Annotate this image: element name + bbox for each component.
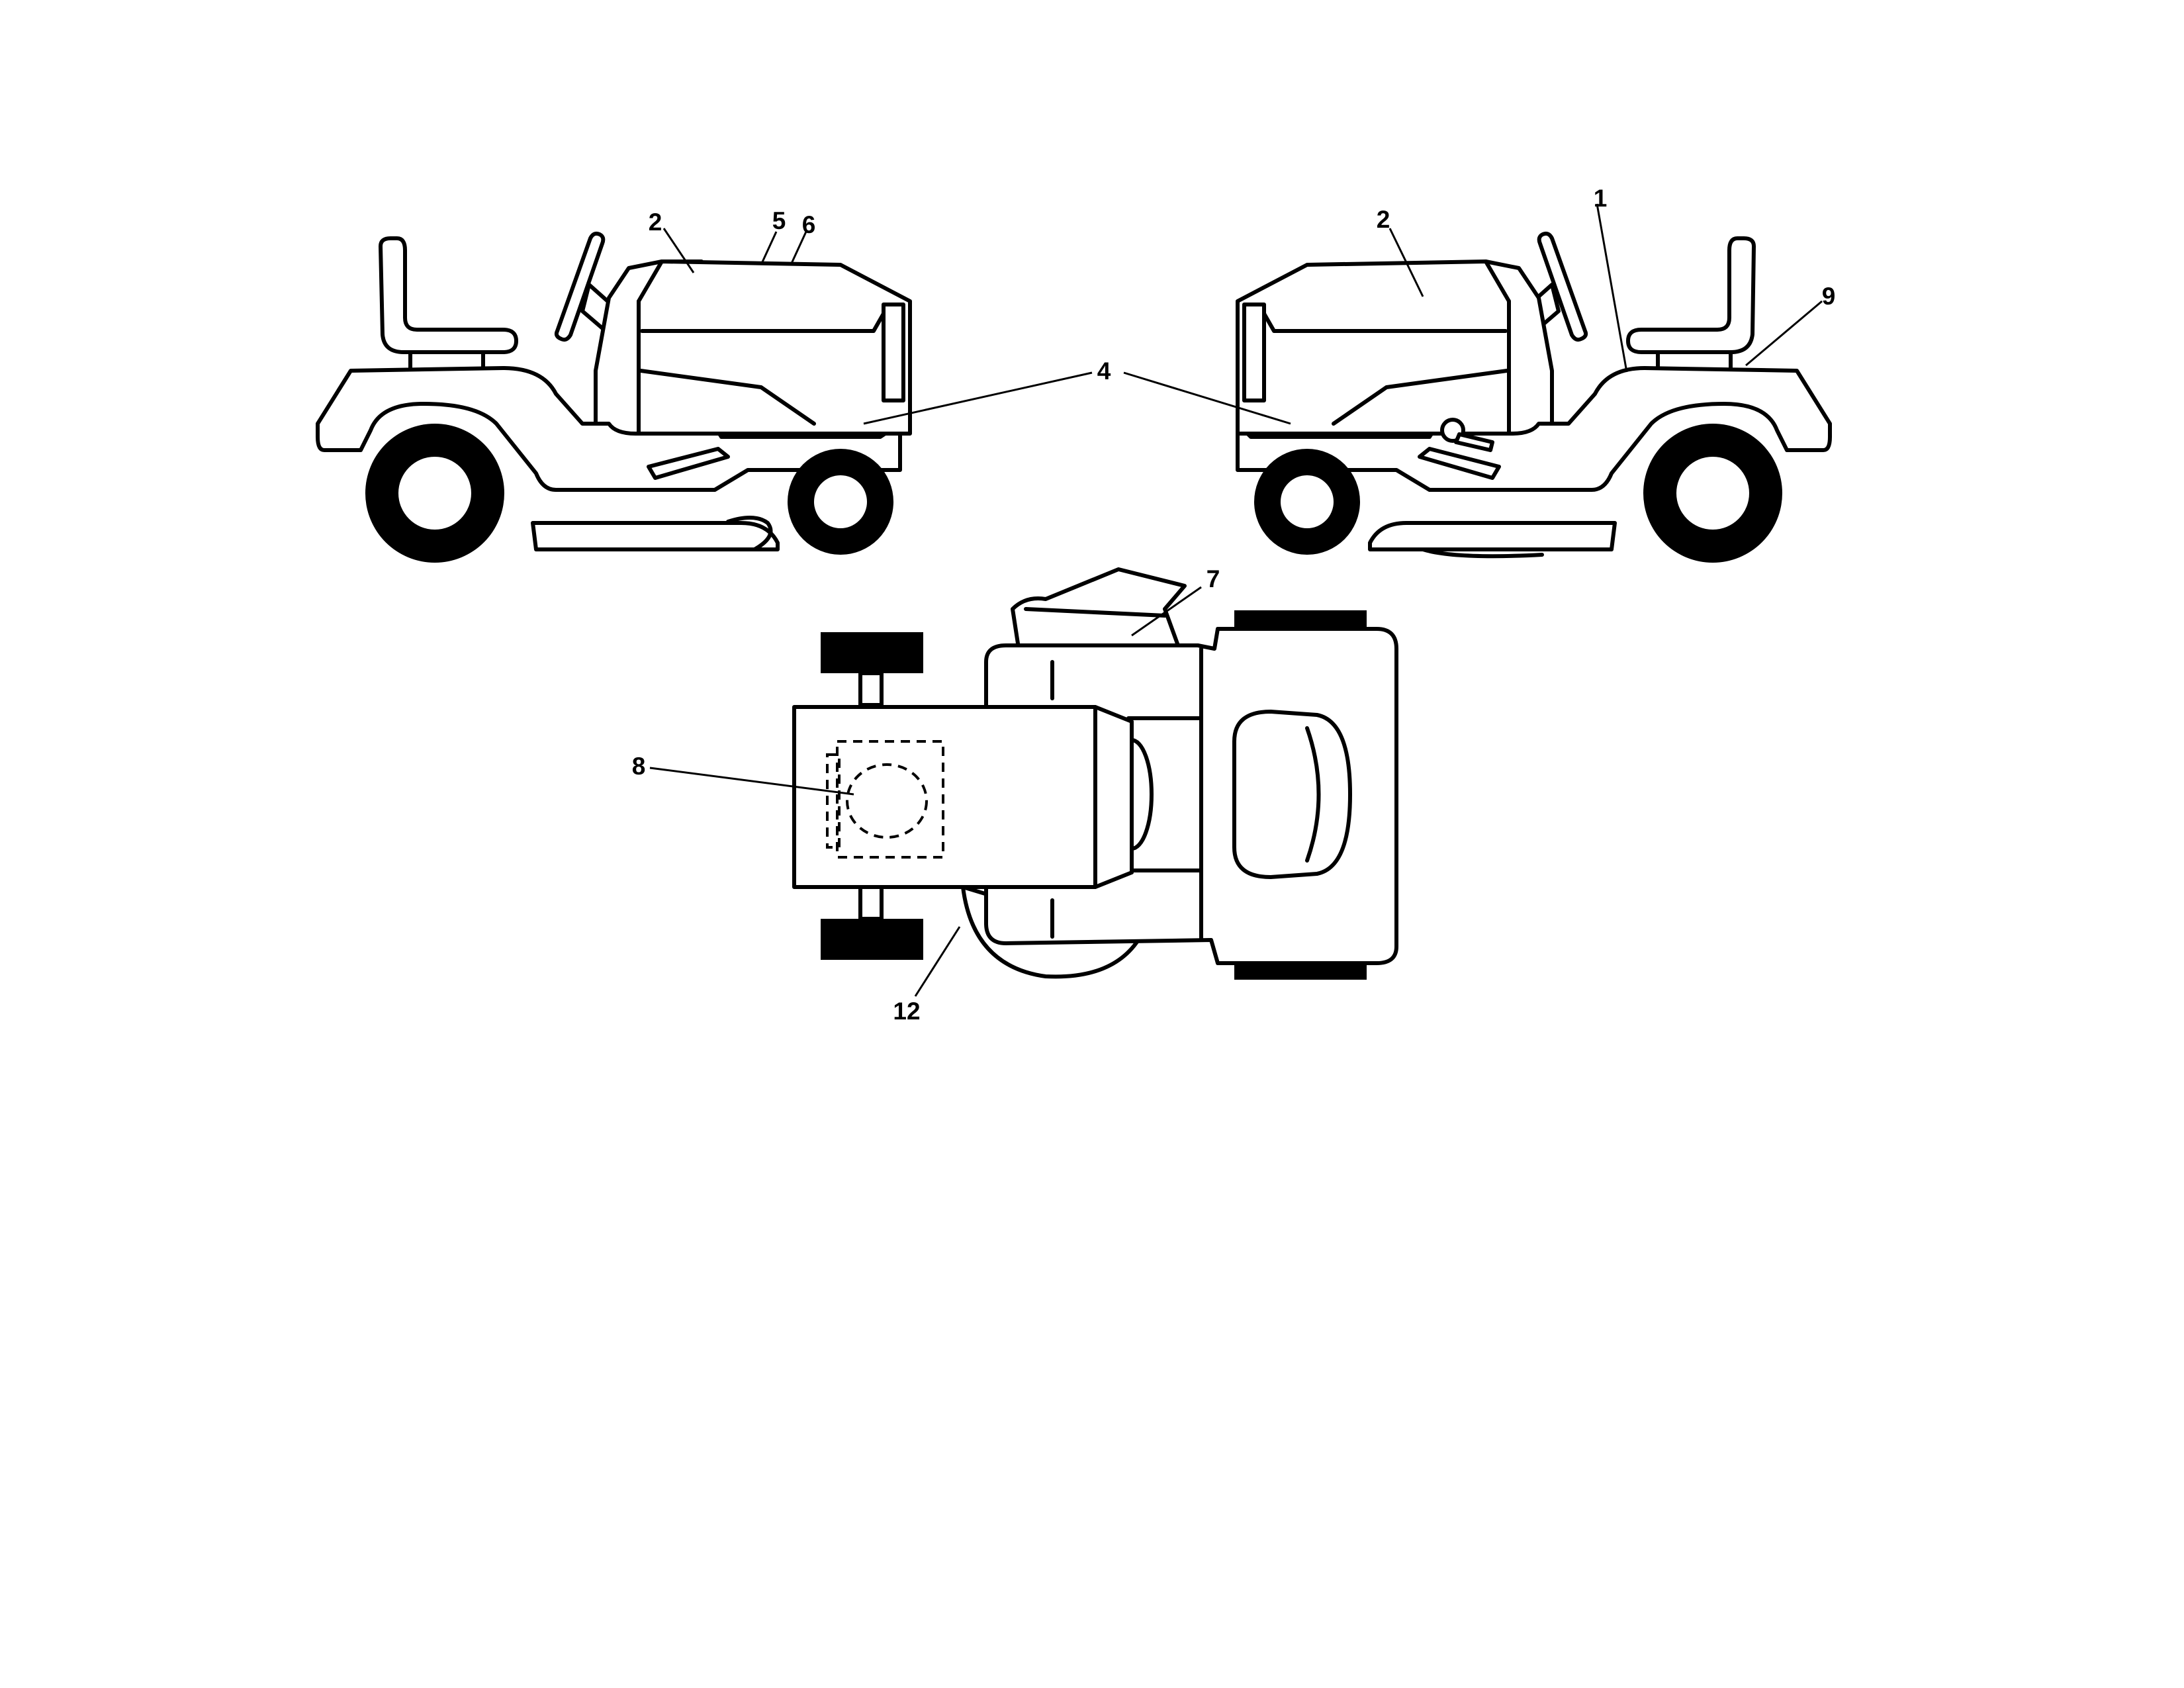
leader-lines bbox=[649, 203, 1823, 997]
callout-top-7: 7 bbox=[1206, 565, 1220, 592]
callout-right-9: 9 bbox=[1822, 283, 1836, 310]
callout-left-5: 5 bbox=[772, 207, 786, 234]
callouts: 2 5 6 4 2 1 9 7 8 12 bbox=[632, 185, 1836, 1025]
tractor-right-side-view bbox=[1236, 231, 1832, 563]
callout-center-4: 4 bbox=[1097, 357, 1111, 385]
callout-right-1: 1 bbox=[1594, 185, 1608, 212]
callout-left-2: 2 bbox=[649, 209, 662, 236]
callout-top-12: 12 bbox=[893, 998, 920, 1025]
tractor-top-view bbox=[792, 567, 1398, 980]
tractor-left-side-view bbox=[316, 231, 912, 563]
callout-left-6: 6 bbox=[802, 211, 816, 238]
callout-right-2: 2 bbox=[1377, 206, 1390, 233]
callout-top-8: 8 bbox=[632, 753, 646, 780]
